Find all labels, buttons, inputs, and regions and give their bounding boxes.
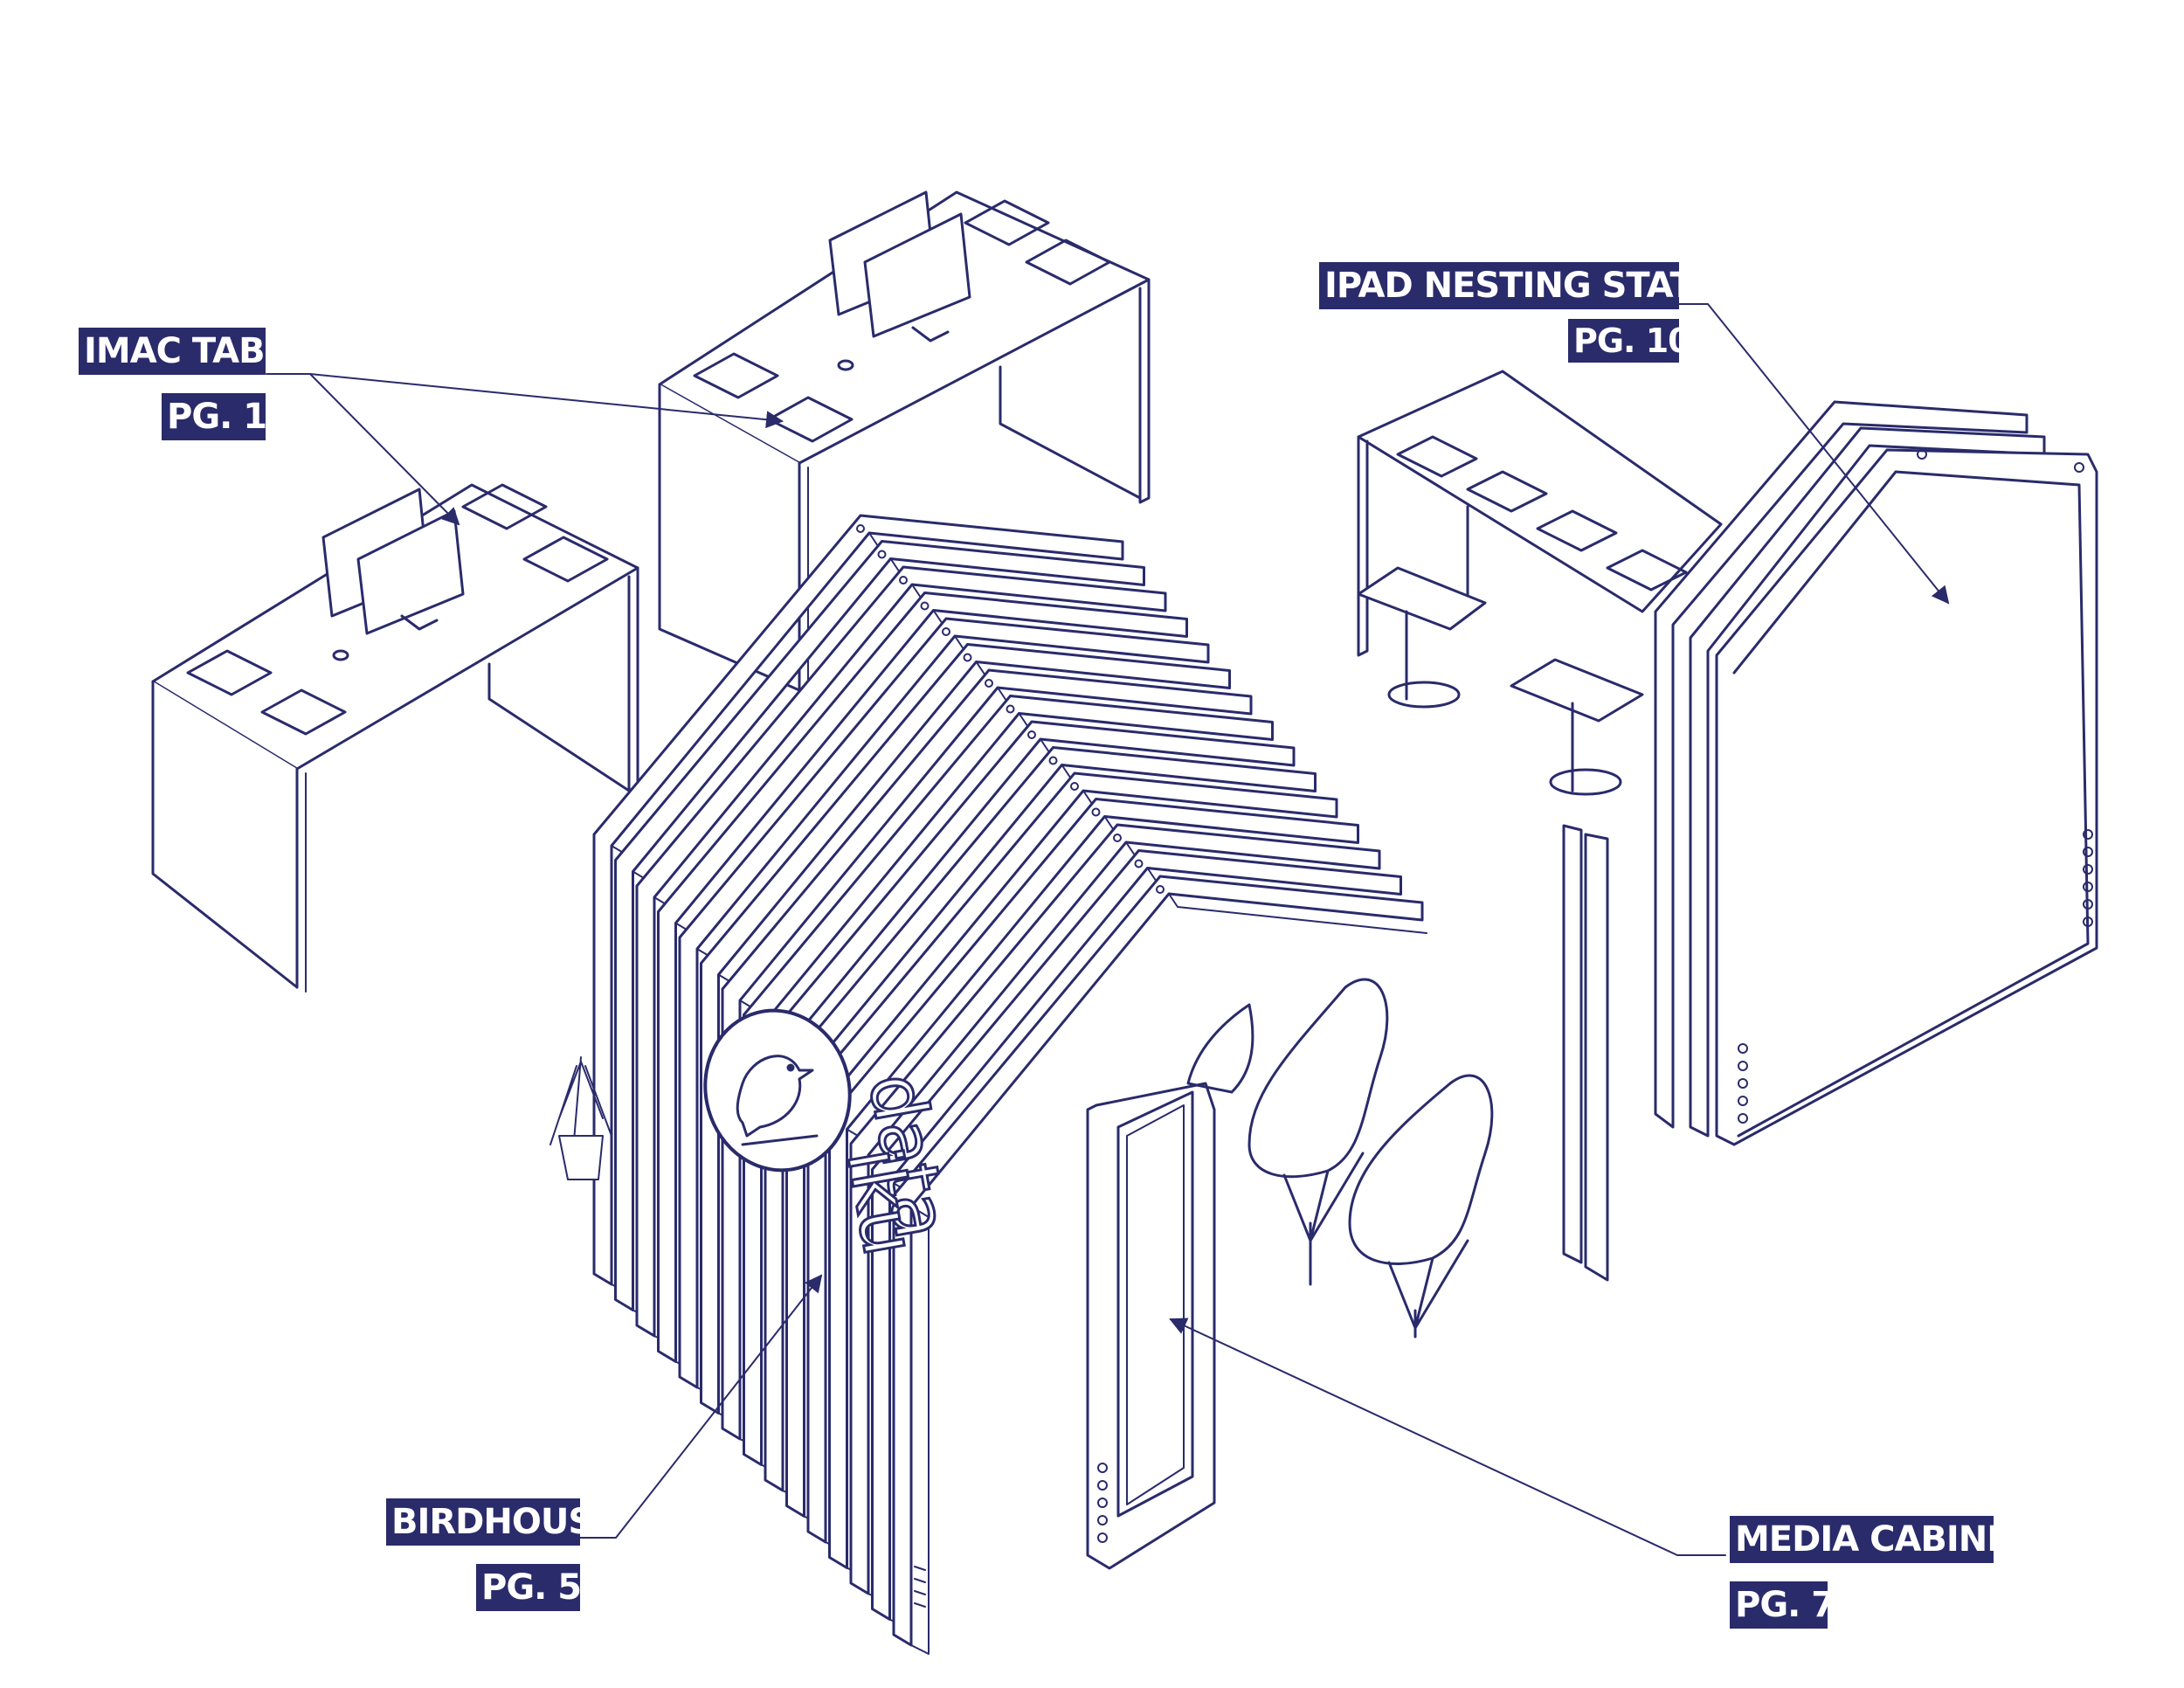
logo-word-2: iku	[830, 1141, 933, 1262]
leader-lines	[266, 303, 1950, 1556]
birdhouse-frame	[892, 875, 1427, 1655]
label-imac-table-page: PG. 13	[162, 393, 291, 440]
chairs	[1186, 978, 1494, 1339]
bird-icon	[736, 1055, 819, 1146]
label-media-cabinet-page: PG. 7	[1730, 1581, 1835, 1629]
label-ipad-nesting-station: IPAD NESTING STATION	[1319, 262, 1763, 309]
label-media-cabinet: MEDIA CABINET	[1730, 1516, 2034, 1563]
ipad-station-panels	[1654, 400, 2098, 1146]
arrow-icon	[571, 1274, 823, 1539]
arrow-icon	[1169, 1318, 1726, 1556]
plant-icon	[549, 1056, 612, 1180]
ipad-table	[1357, 370, 1723, 796]
imac-table-back	[658, 190, 1151, 700]
imac-table-left	[151, 483, 639, 993]
logo-text-2: iku	[829, 1140, 935, 1263]
label-birdhouse-page: PG. 5	[476, 1564, 582, 1611]
label-ipad-nesting-station-page: PG. 10	[1568, 319, 1691, 363]
label-imac-table: IMAC TABLE	[79, 328, 309, 375]
label-birdhouse: BIRDHOUSE	[386, 1498, 616, 1546]
media-cabinet	[1086, 1082, 1216, 1570]
